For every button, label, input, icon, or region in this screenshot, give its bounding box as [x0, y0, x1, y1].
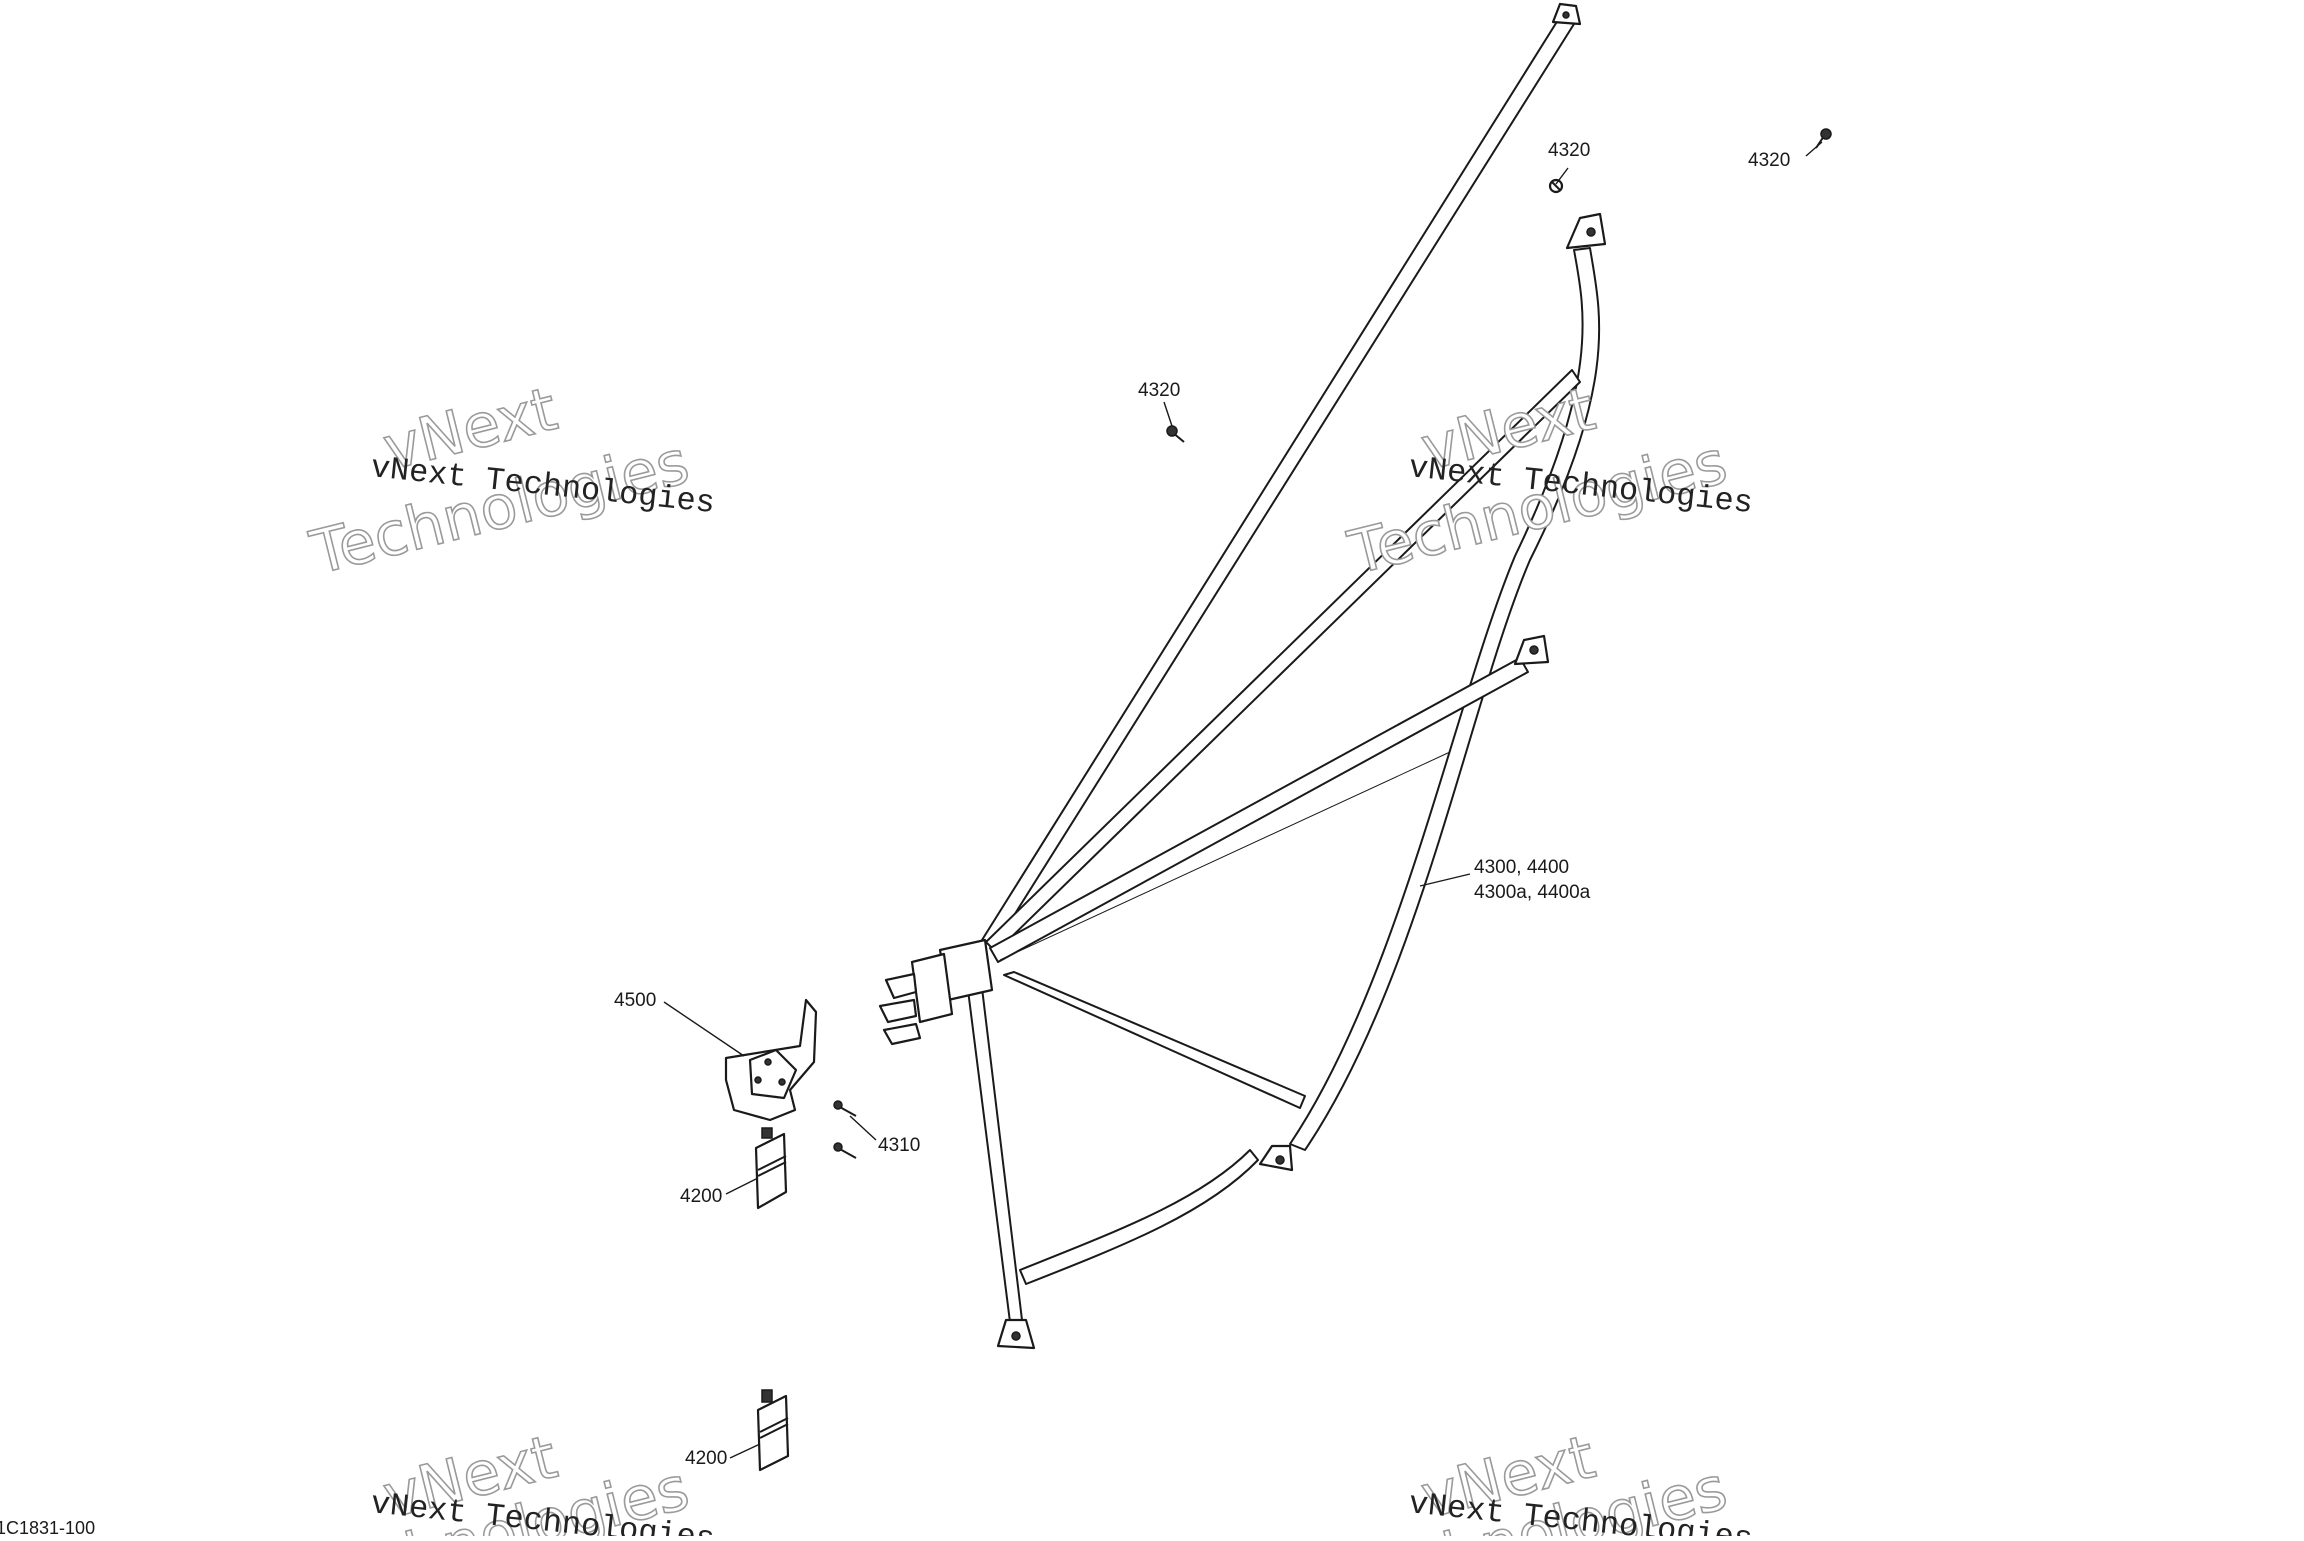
- watermark-left-top: vNext Technologies vNext Technologies: [303, 373, 717, 589]
- callout-4320-top: 4320: [1548, 140, 1590, 161]
- callout-4320-mid: 4320: [1138, 380, 1180, 401]
- callout-4200-upper: 4200: [680, 1186, 722, 1207]
- callout-4300a-4400a: 4300a, 4400a: [1474, 882, 1591, 903]
- drawing-code: 1C1831-100: [0, 1518, 95, 1536]
- watermark-left-bottom: vNext Technologies vNext Technologies: [303, 1421, 717, 1541]
- buckle-receiver-4500: [724, 998, 818, 1122]
- buckle-male: [878, 938, 994, 1046]
- screw-4320-top: [1548, 178, 1564, 194]
- leader-lines: [663, 141, 1823, 1459]
- callout-4300-4400: 4300, 4400: [1474, 857, 1569, 878]
- callout-4200-lower: 4200: [685, 1448, 727, 1469]
- strap-clip-4200-upper: [754, 1127, 788, 1210]
- screw-4320-mid: [1166, 425, 1185, 443]
- right-side-strap: [1289, 212, 1607, 1151]
- callout-4310: 4310: [878, 1135, 920, 1156]
- strap-clip-4200-lower: [756, 1389, 790, 1472]
- watermark-right-bottom: vNext Technologies vNext Technologies: [1341, 1421, 1755, 1541]
- callout-4500: 4500: [614, 990, 656, 1011]
- mid-diagonal-strap: [989, 634, 1550, 963]
- watermark-right-top: vNext Technologies vNext Technologies: [1341, 373, 1755, 589]
- lower-net-straps: [967, 971, 1306, 1350]
- screws-4310: [833, 1100, 857, 1159]
- callout-4320-right: 4320: [1748, 150, 1790, 171]
